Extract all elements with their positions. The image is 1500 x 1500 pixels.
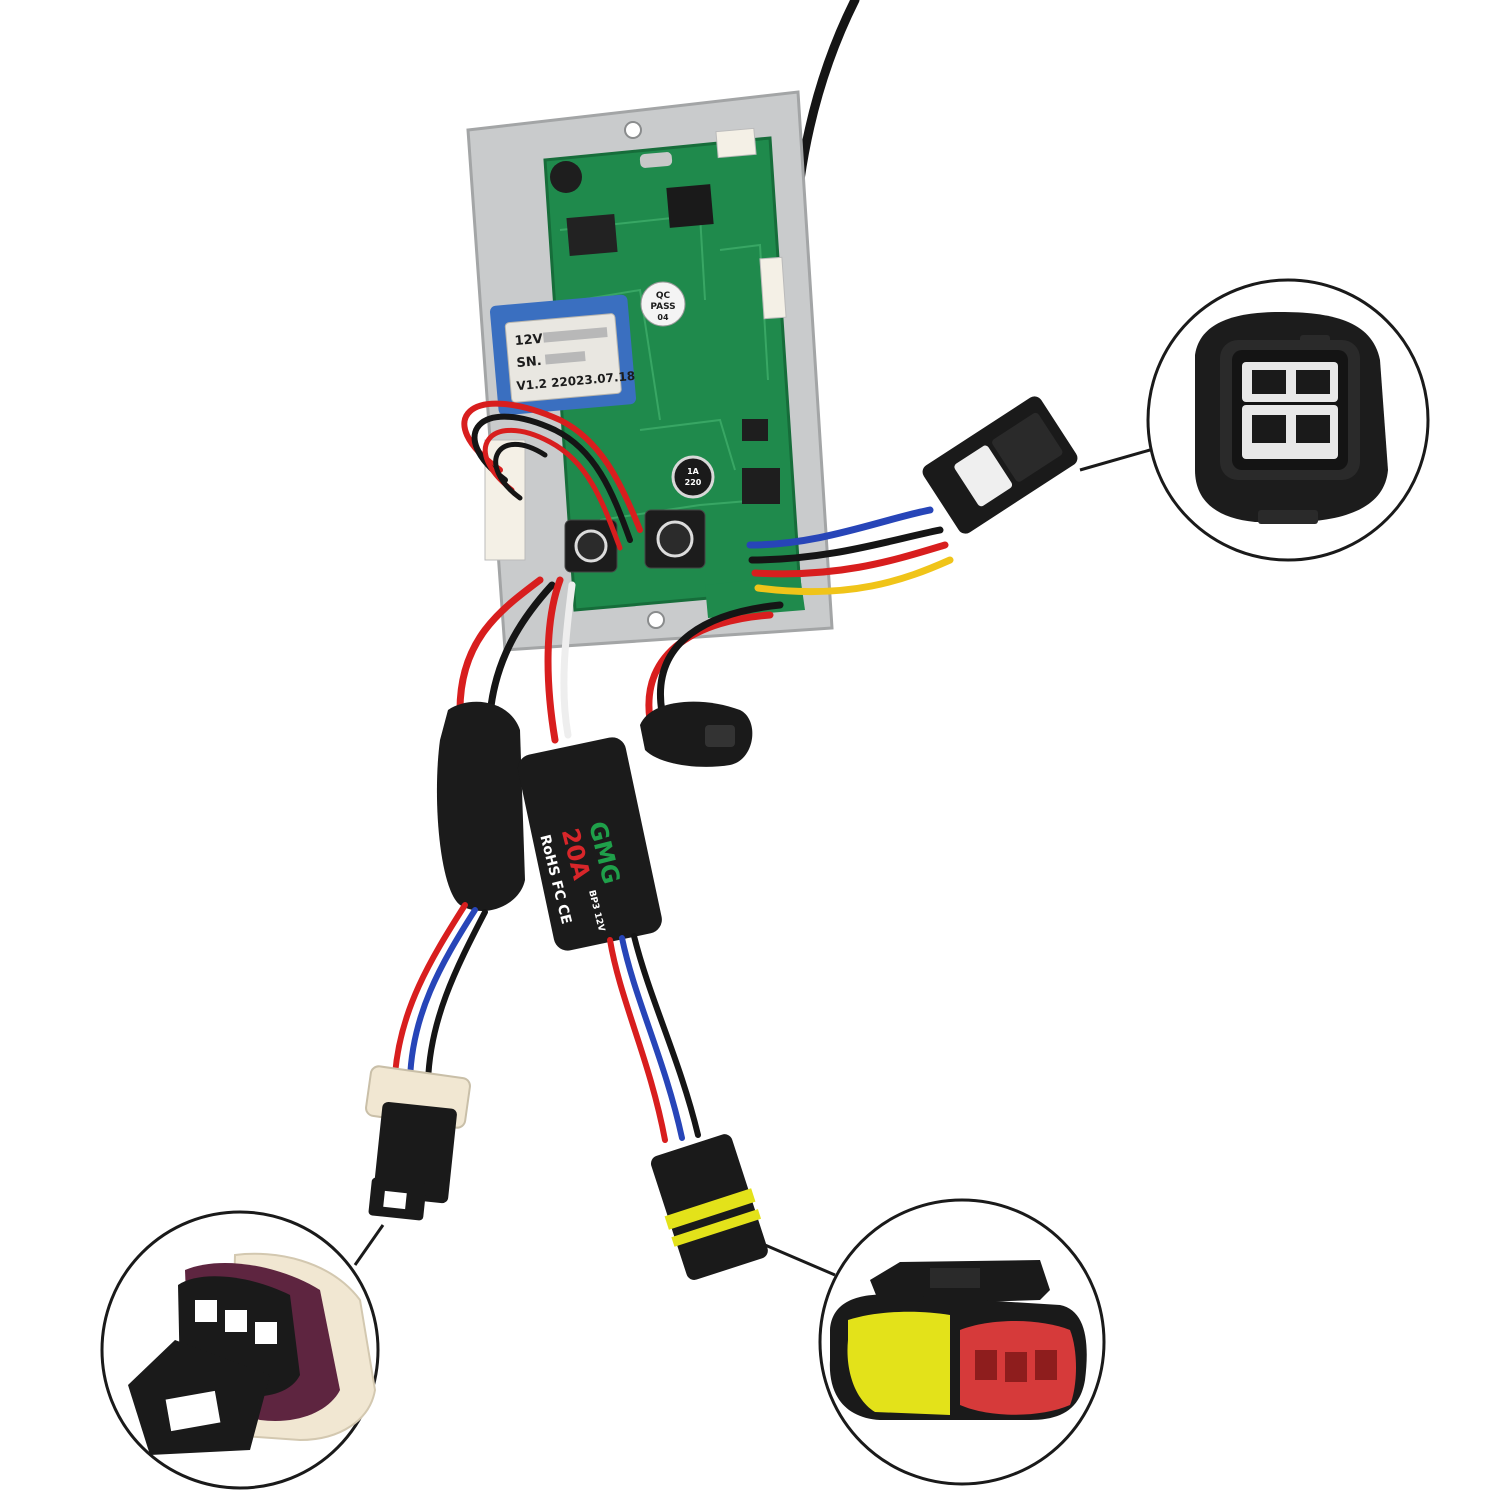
small-plug — [640, 701, 753, 767]
label-voltage: 12V — [514, 332, 543, 349]
ic-chip — [566, 213, 618, 257]
esc-lead-wires — [456, 576, 576, 744]
left-3pin-connector — [365, 1065, 471, 1221]
qc-sticker-line2: PASS — [650, 302, 675, 312]
electrolytic-capacitor — [671, 455, 715, 499]
capacitor-mark-1: 1A — [687, 467, 700, 476]
microcontroller-chip — [666, 184, 714, 228]
connector-header-top — [715, 127, 757, 159]
crystal — [639, 152, 673, 168]
lower-wires-right — [607, 933, 701, 1143]
potentiometer-left-knob — [574, 529, 608, 563]
potentiometer-right-knob — [656, 520, 694, 558]
callout-line-bottom-right — [764, 1243, 836, 1277]
wire-loop-left — [461, 400, 643, 551]
harness-right — [746, 506, 954, 596]
callout-3pin-beige-connector — [100, 1210, 380, 1490]
transistor — [742, 419, 768, 441]
qc-sticker-line3: 04 — [657, 313, 669, 322]
qc-pass-sticker — [640, 281, 686, 327]
short-cable-black — [657, 601, 784, 716]
capacitor-mark-2: 220 — [685, 478, 702, 487]
callout-line-bottom-left — [353, 1224, 385, 1266]
callout-3pin-waterproof-connector — [818, 1198, 1106, 1486]
esc-right — [517, 737, 662, 951]
dpak-regulator — [742, 468, 780, 504]
buzzer — [550, 161, 582, 193]
mounting-hole-top — [624, 121, 642, 139]
callout-line-right — [1079, 448, 1151, 472]
label-redacted-1 — [542, 327, 608, 343]
label-serial-prefix: SN. — [516, 354, 542, 371]
callout-4pin-connector — [1146, 278, 1430, 562]
label-redacted-2 — [544, 351, 586, 365]
mounting-hole-bottom — [647, 611, 665, 629]
qc-sticker-line1: QC — [656, 291, 671, 301]
esc-left-heatshrink — [436, 701, 525, 911]
lower-wires-left — [392, 902, 488, 1085]
right-3pin-connector — [650, 1134, 768, 1280]
connector-header-right — [759, 256, 787, 320]
right-connector — [922, 396, 1078, 534]
